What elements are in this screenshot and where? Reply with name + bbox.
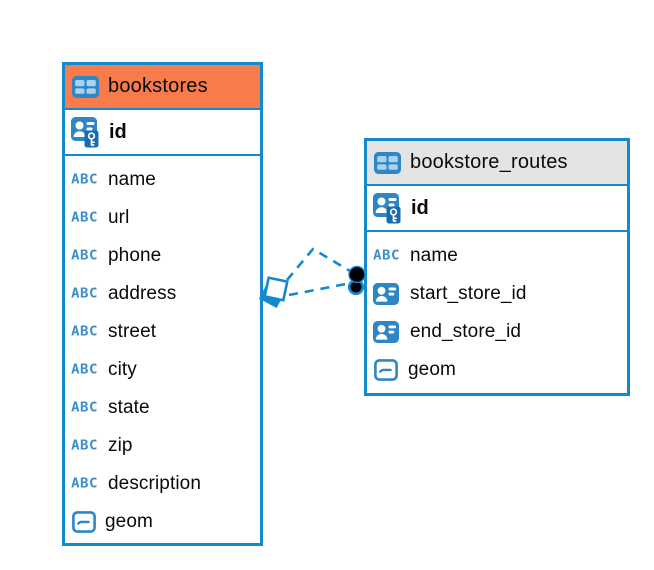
table-header-bookstores[interactable]: bookstores — [65, 65, 260, 110]
table-icon — [374, 151, 401, 174]
column-name: id — [109, 120, 127, 143]
column-row[interactable]: ABC phone — [65, 237, 260, 275]
column-name: id — [411, 196, 429, 219]
table-icon — [72, 75, 99, 98]
primary-key-icon — [71, 116, 101, 148]
column-row-id[interactable]: id — [65, 110, 260, 156]
table-header-bookstore-routes[interactable]: bookstore_routes — [367, 141, 627, 186]
table-bookstores[interactable]: bookstores id ABC name — [62, 62, 263, 546]
text-type-icon: ABC — [71, 172, 98, 188]
relationship-line-lower[interactable] — [288, 282, 347, 297]
text-type-icon: ABC — [373, 248, 400, 264]
column-row[interactable]: ABC zip — [65, 427, 260, 465]
column-list: ABC name start_store_id — [367, 232, 627, 393]
table-title: bookstore_routes — [410, 151, 568, 173]
column-name: address — [108, 283, 177, 304]
relationship-target-marker[interactable] — [347, 265, 366, 296]
column-row[interactable]: geom — [367, 351, 627, 389]
column-name: geom — [105, 511, 153, 532]
column-name: name — [108, 169, 156, 190]
column-name: url — [108, 207, 130, 228]
column-row[interactable]: ABC name — [65, 161, 260, 199]
table-title: bookstores — [108, 75, 208, 97]
column-name: state — [108, 397, 150, 418]
foreign-key-icon — [373, 283, 399, 305]
column-name: phone — [108, 245, 162, 266]
relationship-line-upper[interactable] — [286, 247, 351, 281]
column-row[interactable]: ABC name — [367, 237, 627, 275]
geometry-type-icon — [72, 511, 96, 533]
text-type-icon: ABC — [71, 362, 98, 378]
column-name: street — [108, 321, 157, 342]
column-list: ABC name ABC url ABC phone ABC address A… — [65, 156, 260, 543]
text-type-icon: ABC — [71, 400, 98, 416]
column-row[interactable]: ABC url — [65, 199, 260, 237]
column-row[interactable]: ABC street — [65, 313, 260, 351]
geometry-type-icon — [374, 359, 398, 381]
relationship-source-marker[interactable] — [258, 276, 289, 309]
foreign-key-icon — [373, 321, 399, 343]
text-type-icon: ABC — [71, 286, 98, 302]
column-name: description — [108, 473, 201, 494]
column-name: name — [410, 245, 458, 266]
text-type-icon: ABC — [71, 476, 98, 492]
column-row[interactable]: start_store_id — [367, 275, 627, 313]
text-type-icon: ABC — [71, 248, 98, 264]
primary-key-icon — [373, 192, 403, 224]
column-row-id[interactable]: id — [367, 186, 627, 232]
column-name: start_store_id — [410, 283, 527, 304]
column-row[interactable]: end_store_id — [367, 313, 627, 351]
column-row[interactable]: ABC description — [65, 465, 260, 503]
text-type-icon: ABC — [71, 210, 98, 226]
column-name: zip — [108, 435, 133, 456]
column-name: city — [108, 359, 137, 380]
text-type-icon: ABC — [71, 438, 98, 454]
column-row[interactable]: ABC address — [65, 275, 260, 313]
column-row[interactable]: ABC city — [65, 351, 260, 389]
column-row[interactable]: geom — [65, 503, 260, 541]
column-name: geom — [408, 359, 456, 380]
column-row[interactable]: ABC state — [65, 389, 260, 427]
table-bookstore-routes[interactable]: bookstore_routes id ABC name — [364, 138, 630, 396]
text-type-icon: ABC — [71, 324, 98, 340]
column-name: end_store_id — [410, 321, 522, 342]
